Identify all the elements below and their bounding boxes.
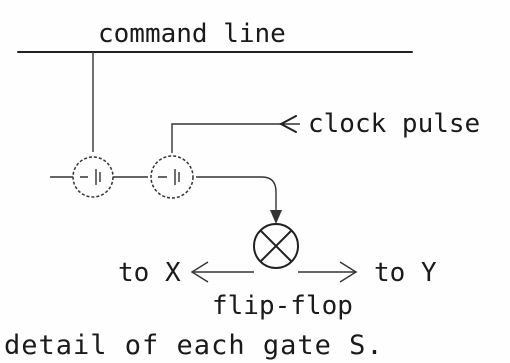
to-x-arrow-icon xyxy=(190,261,209,283)
flipflop-label: flip-flop xyxy=(212,291,353,321)
command-line-label: command line xyxy=(98,19,286,49)
to-x-label: to X xyxy=(118,258,181,288)
clock-pulse-label: clock pulse xyxy=(308,109,480,139)
flipflop-icon xyxy=(253,223,299,269)
flipflop-input-arrow-icon xyxy=(270,210,282,224)
to-y-label: to Y xyxy=(374,258,437,288)
figure-caption: detail of each gate S. xyxy=(4,330,384,361)
clock-pulse-wire xyxy=(171,123,300,153)
signal-wire-out xyxy=(196,176,277,218)
clock-arrow-icon xyxy=(278,115,297,133)
gate-1-icon xyxy=(72,156,114,198)
gate-2-icon xyxy=(150,155,194,199)
to-y-arrow-icon xyxy=(339,261,358,283)
